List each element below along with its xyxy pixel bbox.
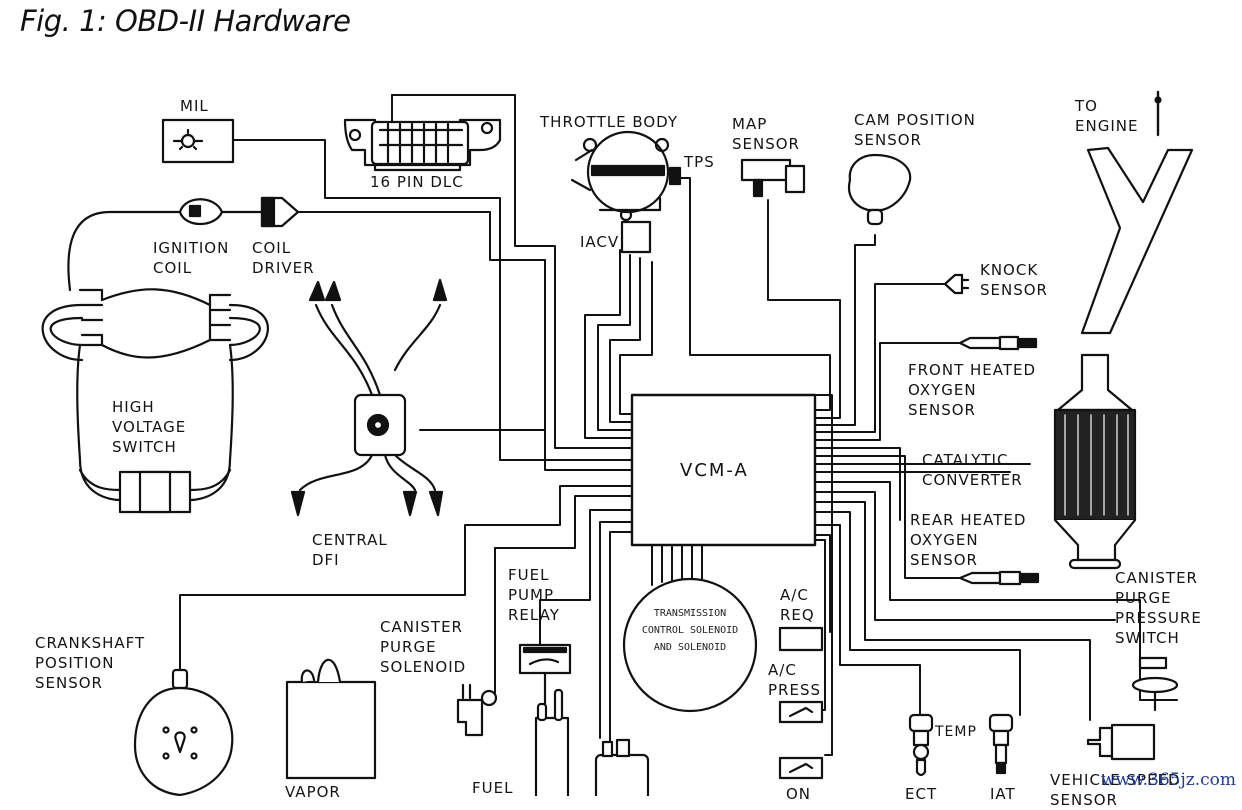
purge-solenoid-icon xyxy=(456,683,498,737)
front-o2-sensor-icon xyxy=(958,335,1038,351)
temp-label: TEMP xyxy=(935,724,977,740)
on-label: ON xyxy=(786,785,812,803)
knock-sensor-icon xyxy=(943,273,970,295)
crankshaft-position-sensor-label: CRANKSHAFT POSITION SENSOR xyxy=(35,634,146,692)
central-dfi-label: CENTRAL DFI xyxy=(312,531,388,569)
vcm-module xyxy=(630,393,817,547)
high-voltage-switch-label: HIGH VOLTAGE SWITCH xyxy=(112,398,187,456)
watermark: www.365jz.com xyxy=(1101,770,1236,790)
crankshaft-sensor-icon xyxy=(133,668,234,796)
on-switch-icon xyxy=(778,756,824,780)
iat-sensor-icon xyxy=(988,713,1014,775)
fuel-pump-icon xyxy=(534,671,570,796)
wire-harness xyxy=(179,94,1178,756)
ac-press-switch-icon xyxy=(778,700,824,724)
ignition-coil-label: IGNITION COIL xyxy=(153,239,230,277)
mil-label: MIL xyxy=(180,97,209,115)
purge-pressure-switch-icon xyxy=(1131,656,1179,712)
map-sensor-label: MAP SENSOR xyxy=(732,115,800,153)
vehicle-speed-sensor-icon xyxy=(1086,723,1156,761)
vapor-canister-icon xyxy=(285,658,377,780)
catalytic-converter-icon xyxy=(1053,353,1137,570)
vcm-label: VCM-A xyxy=(680,460,749,481)
mil-lamp-icon xyxy=(161,118,235,164)
knock-sensor-label: KNOCK SENSOR xyxy=(980,261,1048,299)
coil-driver-label: COIL DRIVER xyxy=(252,239,315,277)
cam-sensor-icon xyxy=(847,153,912,226)
vapor-label: VAPOR xyxy=(285,783,341,801)
map-sensor-icon xyxy=(740,158,806,198)
front-heated-oxygen-sensor-label: FRONT HEATED OXYGEN SENSOR xyxy=(908,361,1037,419)
tps-label: TPS xyxy=(684,153,715,171)
ac-req-switch-icon xyxy=(778,626,824,652)
transmission-solenoid-label: TRANSMISSION CONTROL SOLENOID AND SOLENO… xyxy=(641,608,739,653)
to-engine-label: TO ENGINE xyxy=(1075,97,1139,135)
dlc-connector-icon xyxy=(343,118,502,172)
rear-heated-oxygen-sensor-label: REAR HEATED OXYGEN SENSOR xyxy=(910,511,1027,569)
ac-press-label: A/C PRESS xyxy=(768,661,821,699)
ignition-coil-icon xyxy=(67,198,264,292)
canister-purge-pressure-switch-label: CANISTER PURGE PRESSURE SWITCH xyxy=(1115,569,1202,647)
canister-purge-solenoid-label: CANISTER PURGE SOLENOID xyxy=(380,618,467,676)
fuel-injector-icon xyxy=(594,738,650,796)
iacv-label: IACV xyxy=(580,233,620,251)
fuel-pump-relay-label: FUEL PUMP RELAY xyxy=(508,566,560,624)
fuel-label: FUEL xyxy=(472,779,514,797)
intake-manifold-icon xyxy=(1080,90,1194,335)
cam-position-sensor-label: CAM POSITION SENSOR xyxy=(854,111,976,149)
ac-req-label: A/C REQ xyxy=(780,586,815,624)
ect-sensor-icon xyxy=(908,713,934,777)
fuel-pump-relay-icon xyxy=(518,643,572,675)
throttle-body-label: THROTTLE BODY xyxy=(540,113,679,131)
transmission-solenoid-icon xyxy=(622,577,758,713)
figure-title: Fig. 1: OBD-II Hardware xyxy=(20,4,351,38)
catalytic-converter-label: CATALYTIC CONVERTER xyxy=(922,451,1023,489)
high-voltage-switch-icon xyxy=(41,288,269,514)
iat-label: IAT xyxy=(990,785,1016,803)
coil-driver-icon xyxy=(260,196,300,228)
throttle-body-icon xyxy=(570,130,682,254)
ect-label: ECT xyxy=(905,785,938,803)
rear-o2-sensor-icon xyxy=(958,570,1040,586)
dlc-label: 16 PIN DLC xyxy=(370,173,464,191)
central-dfi-icon xyxy=(290,278,448,517)
